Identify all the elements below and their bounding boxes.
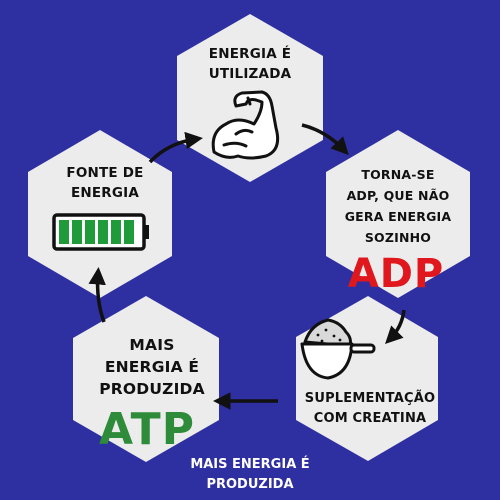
caption-line-2: PRODUZIDA <box>206 477 294 492</box>
node-bottom-left-label: MAIS ENERGIA É PRODUZIDA <box>78 334 226 400</box>
full-battery-icon <box>52 213 149 251</box>
node-bottom-left-line-1: MAIS <box>129 336 175 354</box>
flexed-arm-icon <box>211 90 280 160</box>
node-right-line-2: ADP, QUE NÃO <box>346 188 450 203</box>
node-bottom-right-label: SUPLEMENTAÇÃO COM CREATINA <box>292 389 448 429</box>
bottom-caption: MAIS ENERGIA É PRODUZIDA <box>170 455 330 495</box>
node-bottom-right-line-1: SUPLEMENTAÇÃO <box>304 391 436 406</box>
node-left-line-1: FONTE DE <box>66 165 144 181</box>
hexagon-bottom-right <box>296 296 438 461</box>
node-top-label: ENERGIA É UTILIZADA <box>185 44 315 84</box>
node-top-line-2: UTILIZADA <box>208 66 292 82</box>
caption-line-1: MAIS ENERGIA É <box>190 457 310 472</box>
node-right-line-3: GERA ENERGIA <box>344 209 452 224</box>
node-bottom-left-line-3: PRODUZIDA <box>99 380 205 398</box>
creatine-scoop-icon <box>300 318 376 380</box>
node-left-label: FONTE DE ENERGIA <box>45 163 165 203</box>
hexagon-bottom-left <box>73 296 219 462</box>
node-right-label: TORNA-SE ADP, QUE NÃO GERA ENERGIA SOZIN… <box>326 164 470 248</box>
adp-badge: ADP <box>347 251 445 297</box>
node-bottom-right-line-2: COM CREATINA <box>313 411 427 426</box>
node-top-line-1: ENERGIA É <box>208 46 292 62</box>
arrow-left-to-top <box>148 131 203 164</box>
node-right-line-4: SOZINHO <box>364 230 432 245</box>
node-left-line-2: ENERGIA <box>70 185 140 201</box>
arrow-right-to-bottom-right <box>385 309 406 344</box>
node-right-line-1: TORNA-SE <box>361 167 435 182</box>
arrow-top-to-right <box>301 123 349 156</box>
arrow-bottom-left-to-left <box>88 267 106 323</box>
hexagon-right <box>326 130 470 298</box>
node-bottom-left-line-2: ENERGIA É <box>104 358 200 376</box>
atp-badge: ATP <box>99 404 195 455</box>
